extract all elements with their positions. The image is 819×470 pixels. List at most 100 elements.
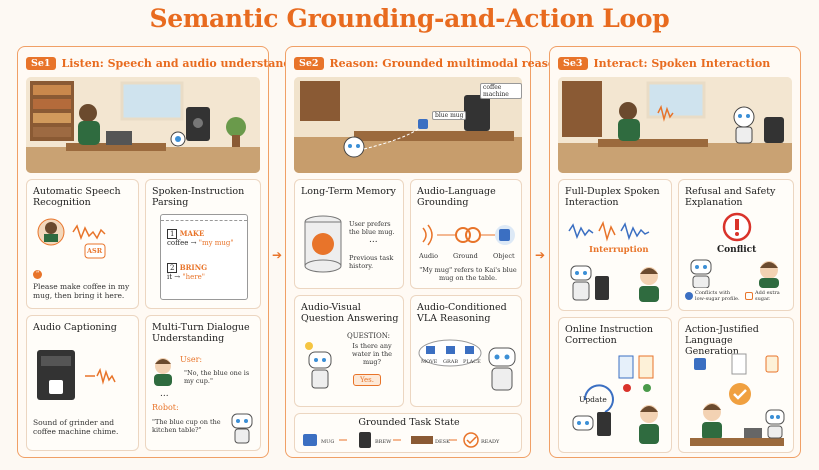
warning-icon [722, 212, 752, 242]
memory-card: Long-Term Memory User prefers the blue m… [294, 179, 404, 289]
correction-card-title: Online Instruction Correction [565, 324, 653, 346]
task-state-card: Grounded Task State MUG BREW DESK READY [294, 413, 522, 453]
robot-label: Robot: [152, 403, 179, 412]
memory-note-1: User prefers the blue mug. [349, 220, 395, 236]
asr-card-title: Automatic Speech Recognition [33, 186, 121, 208]
justified-card: Action-Justified Language Generation [678, 317, 794, 453]
panel-listen: Se1 Listen: Speech and audio understandi… [17, 46, 311, 458]
vla-step-move: MOVE [421, 359, 438, 365]
dialogue-card: Multi-Turn Dialogue Understanding User: … [145, 315, 261, 451]
panel-badge: Se1 [26, 56, 56, 70]
asr-transcript: Please make coffee in my mug, then bring… [33, 282, 130, 300]
dialogue-card-title: Multi-Turn Dialogue Understanding [152, 322, 250, 344]
user-label: User: [180, 355, 203, 364]
panel-badge: Se3 [558, 56, 588, 70]
correction-illustration [572, 355, 659, 444]
robot-and-user-icon [690, 259, 779, 288]
vla-step-grab: GRAB [443, 359, 459, 365]
notepad-rings [161, 215, 247, 221]
parsing-card: Spoken-Instruction Parsing 1 MAKE coffee… [145, 179, 261, 309]
refusal-card: Refusal and Safety Explanation Conflict … [678, 179, 794, 311]
conflict-label: Conflict [717, 245, 757, 255]
panel-title: Listen: Speech and audio understanding [61, 56, 311, 70]
step-object: it [167, 273, 173, 281]
vla-step-place: PLACE [463, 359, 481, 365]
user-avatar-icon [154, 358, 172, 386]
captioning-card-title: Audio Captioning [33, 322, 117, 333]
task-state-icons [303, 432, 479, 448]
step-number: 1 [167, 229, 178, 239]
robot-and-user-icon [570, 265, 659, 302]
task-step-desk: DESK [435, 439, 450, 445]
question-text: Is there any water in the mug? [351, 342, 393, 366]
refusal-note-2: Add extra sugar. [755, 290, 780, 302]
memory-card-title: Long-Term Memory [301, 186, 396, 197]
step-object: coffee [167, 239, 189, 247]
step-verb: MAKE [179, 229, 205, 238]
flow-arrow-icon: ➔ [272, 248, 283, 262]
asr-card: Automatic Speech Recognition ASR “ Pleas… [26, 179, 139, 309]
robot-utterance: "The blue cup on the kitchen table?" [152, 418, 221, 434]
coffee-machine-icon [37, 350, 116, 400]
panel-badge: Se2 [294, 56, 324, 70]
kitchen-scene: coffee machine blue mug [294, 77, 522, 173]
panel-title: Reason: Grounded multimodal reasoning [329, 56, 584, 70]
task-step-ready: READY [481, 439, 500, 445]
captioning-card: Audio Captioning Sound of grinder and co… [26, 315, 139, 451]
correction-card: Online Instruction Correction Update [558, 317, 672, 453]
vla-card-title: Audio-Conditioned VLA Reasoning [417, 302, 507, 324]
avqa-card-title: Audio-Visual Question Answering [301, 302, 399, 324]
panel-reason: Se2 Reason: Grounded multimodal reasonin… [285, 46, 583, 458]
justified-illustration [690, 353, 785, 446]
task-step-mug: MUG [321, 439, 335, 445]
update-label: Update [579, 395, 607, 404]
robot-icon [231, 413, 253, 444]
sugar-icon [745, 292, 753, 300]
heart-shield-icon [685, 292, 693, 300]
audio-caption: Sound of grinder and coffee machine chim… [33, 418, 119, 436]
refusal-card-title: Refusal and Safety Explanation [685, 186, 776, 208]
vla-card: Audio-Conditioned VLA Reasoning MOVE GRA… [410, 295, 522, 407]
answer-dots: ... [367, 358, 374, 366]
user-utterance: "No, the blue one is my cup." [184, 369, 250, 385]
scene-tag-coffee: coffee machine [480, 83, 522, 99]
thought-bubble-icon [418, 339, 482, 367]
interaction-scene [558, 77, 792, 173]
duplex-card: Full-Duplex Spoken Interaction Interrupt… [558, 179, 672, 311]
asr-chip-label: ASR [87, 247, 103, 255]
dialogue-ellipsis: ... [160, 389, 169, 399]
step-target: "my mug" [198, 239, 234, 247]
grounding-chain-icon [422, 224, 515, 246]
memory-note-2: Previous task history. [349, 254, 394, 270]
answer-text: Yes. [353, 374, 381, 386]
living-room-scene [26, 77, 260, 173]
panel-title: Interact: Spoken Interaction [593, 56, 771, 70]
interruption-label: Interruption [589, 245, 649, 255]
step-verb: BRING [179, 263, 208, 272]
grounding-label-ground: Ground [453, 252, 478, 260]
quote-icon: “ [33, 270, 42, 279]
task-step-brew: BREW [375, 439, 392, 445]
step-target: "here" [182, 273, 205, 281]
grounding-card: Audio-Language Grounding Audio Ground Ob… [410, 179, 522, 289]
grounding-caption: "My mug" refers to Kai's blue mug on the… [419, 266, 517, 282]
robot-icon [305, 342, 332, 389]
refusal-note-1: Conflicts with low-sugar profile. [695, 290, 740, 302]
avqa-card: Audio-Visual Question Answering QUESTION… [294, 295, 404, 407]
grounding-label-audio: Audio [419, 252, 439, 260]
robot-icon [488, 347, 516, 391]
panel-interact: Se3 Interact: Spoken Interaction Full-Du… [549, 46, 801, 458]
page-title: Semantic Grounding-and-Action Loop [149, 4, 670, 33]
grounding-label-object: Object [493, 252, 515, 260]
duplex-card-title: Full-Duplex Spoken Interaction [565, 186, 660, 208]
asr-illustration [37, 218, 106, 259]
database-brain-icon [304, 215, 342, 273]
question-label: QUESTION: [347, 332, 390, 340]
task-state-title: Grounded Task State [358, 417, 460, 428]
parsing-card-title: Spoken-Instruction Parsing [152, 186, 245, 208]
grounding-card-title: Audio-Language Grounding [417, 186, 496, 208]
scene-tag-mug: blue mug [432, 111, 467, 120]
waveform-icon [568, 220, 650, 242]
justified-card-title: Action-Justified Language Generation [685, 324, 759, 357]
step-number: 2 [167, 263, 178, 273]
